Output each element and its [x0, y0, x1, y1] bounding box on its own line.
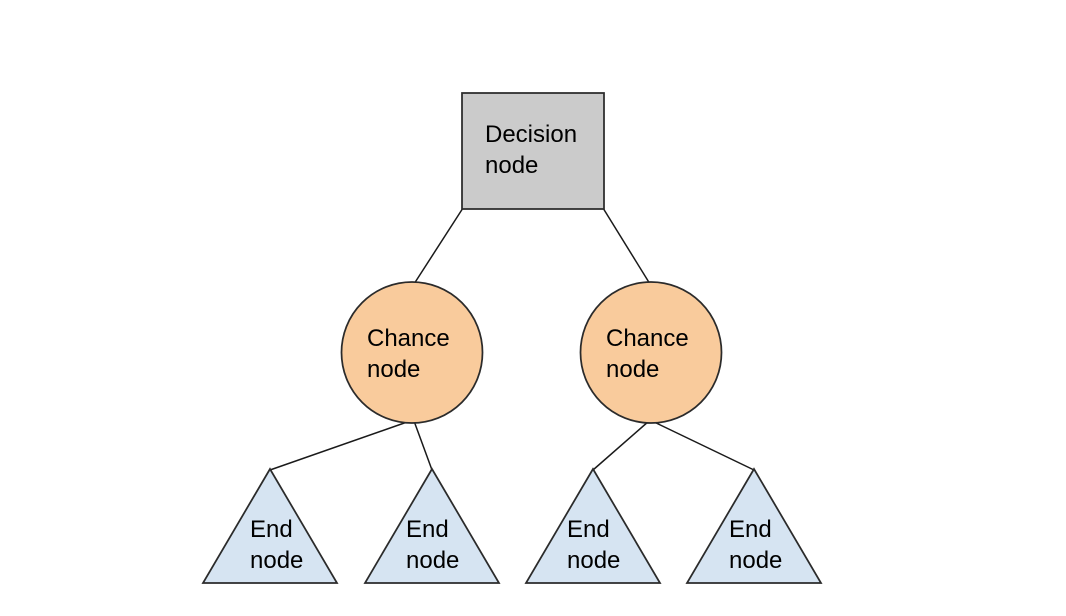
end-node-1-shape: [201, 467, 339, 584]
connector-chance-left-to-end-2: [413, 420, 433, 471]
connector-chance-right-to-end-4: [651, 420, 755, 471]
chance-node-right-label-line2: node: [606, 356, 659, 383]
end-node-4-label-line1: End: [729, 516, 772, 543]
end-node-2-shape: [363, 467, 501, 584]
end-node-2-label-line2: node: [406, 547, 459, 574]
chance-node-left-label-line1: Chance: [367, 325, 450, 352]
end-node-1-label-line2: node: [250, 547, 303, 574]
end-node-3-label-line1: End: [567, 516, 610, 543]
end-node-4-shape: [685, 467, 823, 584]
connector-chance-right-to-end-3: [592, 420, 650, 471]
decision-node-label-line1: Decision: [485, 121, 577, 148]
end-node-3-shape: [524, 467, 662, 584]
chance-node-left-shape: [340, 281, 484, 424]
connector-chance-left-to-end-1: [269, 420, 411, 471]
connector-decision-to-chance-right: [602, 207, 651, 285]
end-node-1-label-line1: End: [250, 516, 293, 543]
chance-node-left-label-line2: node: [367, 356, 420, 383]
connector-decision-to-chance-left: [413, 207, 464, 285]
end-node-4-label-line2: node: [729, 547, 782, 574]
chance-node-right-shape: [579, 281, 723, 424]
end-node-3-label-line2: node: [567, 547, 620, 574]
decision-node-label-line2: node: [485, 152, 538, 179]
decision-node-shape: [461, 92, 605, 210]
end-node-2-label-line1: End: [406, 516, 449, 543]
chance-node-right-label-line1: Chance: [606, 325, 689, 352]
